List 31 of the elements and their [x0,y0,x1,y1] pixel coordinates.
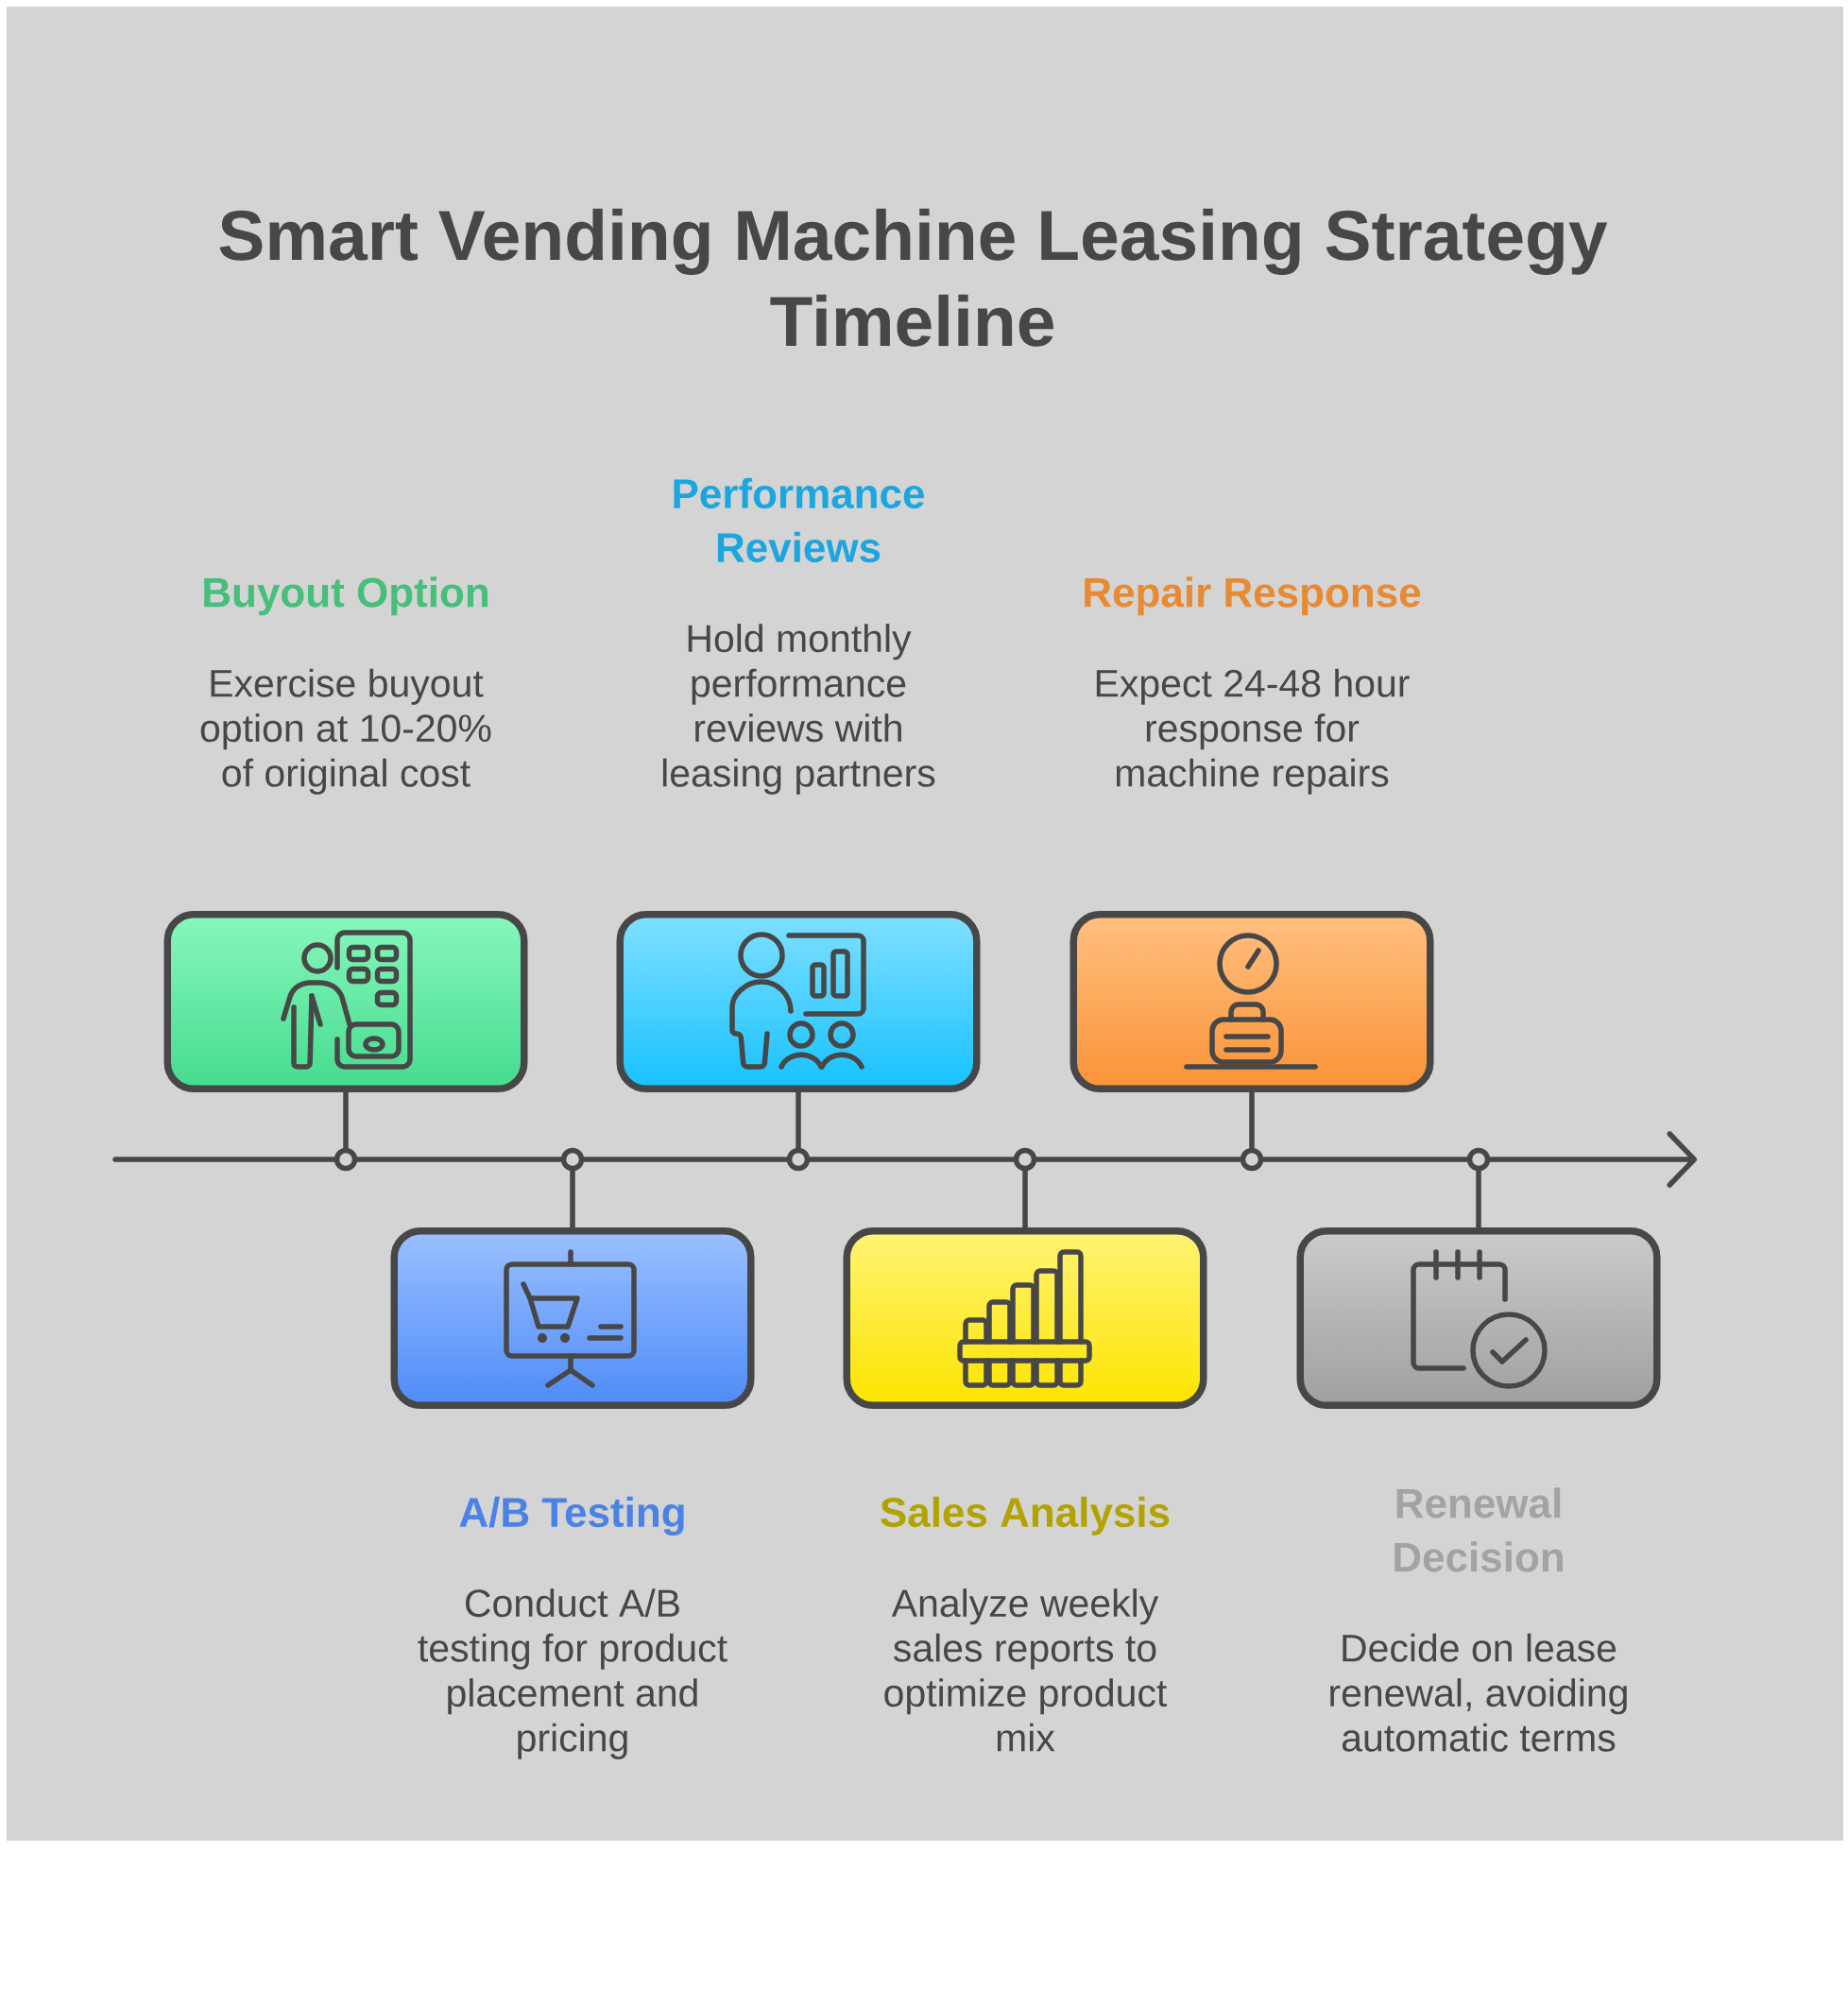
heading: Sales Analysis [881,1496,1170,1535]
connector-line [570,1168,575,1230]
description: Conduct A/B testing for product placement and pricing [418,1588,727,1759]
timeline-dot [560,1147,585,1172]
connector-line [354,1157,564,1162]
connector-line [1476,1168,1481,1230]
timeline-dot [334,1147,358,1172]
title: Smart Vending Machine Leasing Strategy Timeline [219,208,1608,347]
timeline-dot [1013,1147,1037,1172]
arrow [1487,1131,1697,1188]
connector-line [1022,1168,1028,1230]
connector-line [796,1089,801,1151]
connector-line [807,1157,1017,1162]
connector-line [1034,1157,1243,1162]
timeline-dot [786,1147,811,1172]
description: Decide on lease renewal, avoiding automatic terms [1330,1633,1627,1752]
heading: Buyout Option [204,576,488,616]
heading: Performance Reviews [674,477,924,563]
connector-line [1260,1157,1470,1162]
connector-line [343,1089,349,1151]
description: Exercise buyout option at 10-20% of original cost [200,668,491,795]
connector-line [1249,1089,1255,1151]
connector-line [112,1157,337,1162]
timeline-dot [1466,1147,1491,1172]
description: Hold monthly performance reviews with leasing partners [662,624,935,795]
description: Expect 24-48 hour response for machine repairs [1096,668,1410,795]
connector-line [581,1157,790,1162]
description: Analyze weekly sales reports to optimize product mix [884,1588,1168,1752]
timeline-dot [1240,1147,1264,1172]
heading: Repair Response [1085,576,1421,616]
heading: A/B Testing [459,1496,684,1536]
